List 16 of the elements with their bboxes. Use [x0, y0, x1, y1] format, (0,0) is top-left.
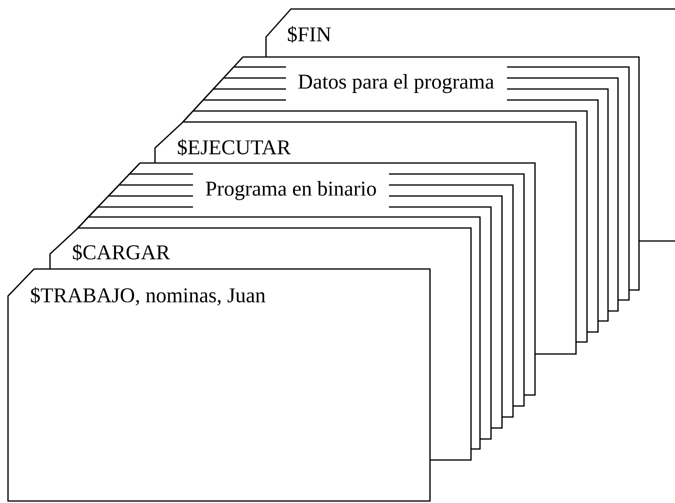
card: [618, 66, 630, 301]
card: [587, 99, 599, 333]
card: [480, 206, 492, 440]
card: [471, 216, 481, 450]
card: [491, 195, 503, 429]
card-heading: Programa en binario: [206, 181, 376, 200]
card-heading: $TRABAJO, nominas, Juan: [30, 286, 266, 306]
card: [513, 173, 525, 407]
card-heading: $EJECUTAR: [178, 138, 291, 156]
card: [502, 184, 514, 418]
card-heading: $CARGAR: [72, 244, 170, 261]
card: [576, 110, 588, 343]
card: [598, 88, 609, 322]
card-heading: $FIN: [288, 26, 331, 43]
card-heading: Datos para el programa: [298, 74, 494, 94]
card: [608, 77, 619, 312]
